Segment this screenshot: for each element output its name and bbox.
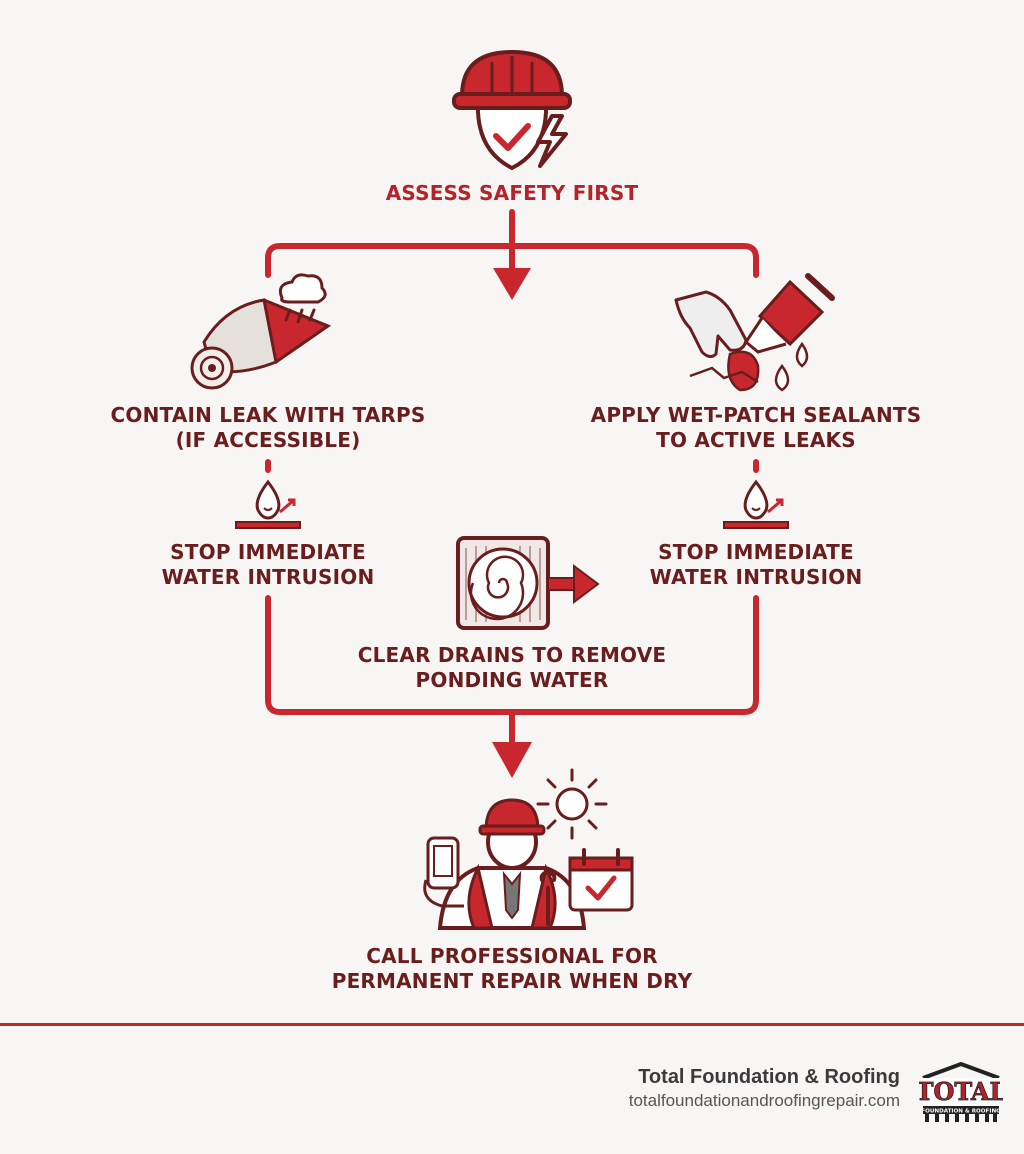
- step-label: CONTAIN LEAK WITH TARPS: [110, 403, 426, 427]
- logo-subtext: FOUNDATION & ROOFING: [921, 1109, 1001, 1115]
- flowchart-graphics: [190, 49, 835, 930]
- footer-website-url: totalfoundationandroofingrepair.com: [628, 1091, 900, 1110]
- connector-lines: [265, 209, 759, 748]
- roofing-professional-icon: [423, 768, 634, 930]
- company-logo: TOTAL FOUNDATION & ROOFING: [919, 1062, 1003, 1122]
- drain-vent-arrow-icon: [456, 536, 600, 630]
- arrow-down-top: [493, 268, 531, 300]
- step-label-sub: PERMANENT REPAIR WHEN DRY: [331, 969, 693, 993]
- step-stop-intrusion-left: STOP IMMEDIATE WATER INTRUSION: [162, 540, 375, 590]
- step-label: CALL PROFESSIONAL FOR: [366, 944, 658, 968]
- arrow-down-bottom: [492, 742, 532, 778]
- step-label: ASSESS SAFETY FIRST: [385, 181, 639, 205]
- step-label: APPLY WET-PATCH SEALANTS: [590, 403, 922, 427]
- step-call-professional: CALL PROFESSIONAL FOR PERMANENT REPAIR W…: [332, 944, 693, 994]
- hard-hat-safety-check-icon: [452, 49, 572, 171]
- step-stop-intrusion-right: STOP IMMEDIATE WATER INTRUSION: [650, 540, 863, 590]
- step-label-sub: TO ACTIVE LEAKS: [656, 428, 856, 452]
- step-label-sub: (IF ACCESSIBLE): [175, 428, 361, 452]
- step-label-sub: PONDING WATER: [415, 668, 609, 692]
- step-clear-drains: CLEAR DRAINS TO REMOVE PONDING WATER: [358, 643, 667, 693]
- flowchart: ASSESS SAFETY FIRST CONTAIN LEAK WITH TA…: [111, 49, 922, 994]
- step-assess-safety: ASSESS SAFETY FIRST: [386, 181, 639, 206]
- water-drop-barrier-icon: [235, 479, 301, 529]
- footer-company-name: Total Foundation & Roofing: [638, 1066, 900, 1088]
- logo-word: TOTAL: [919, 1077, 1003, 1106]
- step-label-sub: WATER INTRUSION: [649, 565, 863, 589]
- rolled-tarp-rain-icon: [190, 273, 332, 390]
- step-label-sub: WATER INTRUSION: [161, 565, 375, 589]
- step-label: STOP IMMEDIATE: [170, 540, 366, 564]
- step-label: CLEAR DRAINS TO REMOVE: [357, 643, 667, 667]
- step-contain-tarps: CONTAIN LEAK WITH TARPS (IF ACCESSIBLE): [111, 403, 426, 453]
- footer-divider: [0, 1023, 1024, 1026]
- step-apply-sealants: APPLY WET-PATCH SEALANTS TO ACTIVE LEAKS: [591, 403, 922, 453]
- water-drop-barrier-icon: [723, 479, 789, 529]
- step-label: STOP IMMEDIATE: [658, 540, 854, 564]
- hand-sealant-tube-icon: [674, 273, 835, 392]
